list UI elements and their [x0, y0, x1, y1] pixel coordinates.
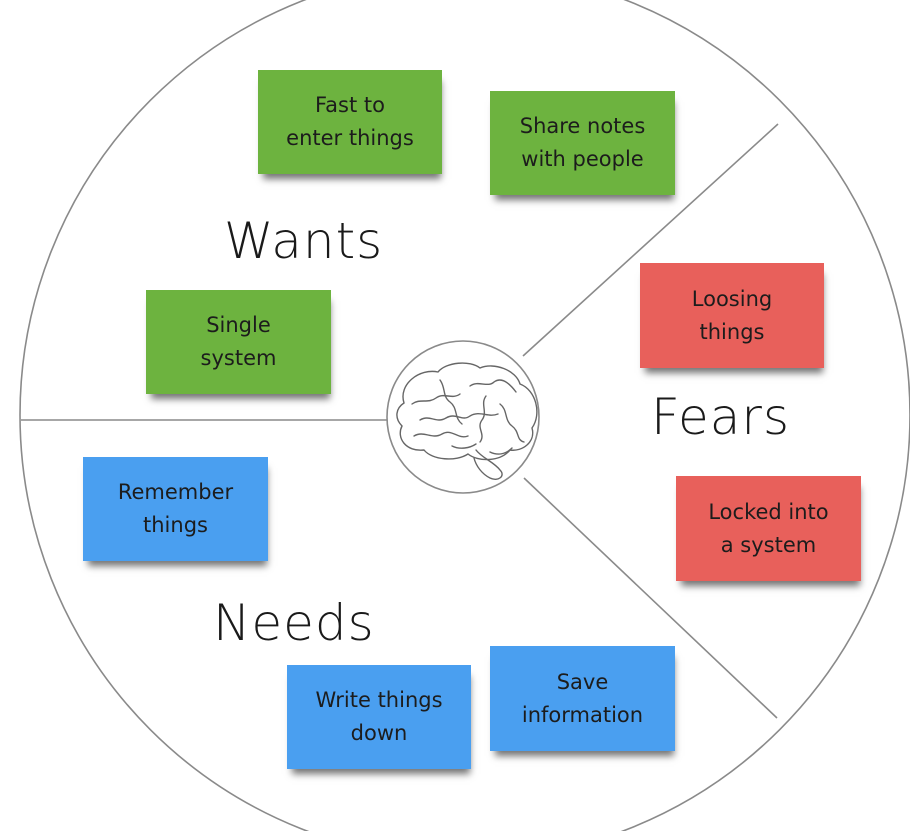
divider-upper-right: [522, 123, 779, 357]
fears-title: Fears: [651, 388, 791, 446]
wants-title: Wants: [224, 212, 384, 270]
outer-circle: [19, 0, 910, 831]
note-save-information: Save information: [490, 646, 675, 751]
note-write-things-down: Write things down: [287, 665, 471, 769]
note-fast-to-enter-things: Fast to enter things: [258, 70, 442, 174]
note-remember-things: Remember things: [83, 457, 268, 561]
note-loosing-things: Loosing things: [640, 263, 824, 368]
divider-lower-right: [523, 477, 778, 719]
brain-icon: [396, 362, 538, 480]
center-circle: [386, 340, 540, 494]
note-locked-into-a-system: Locked into a system: [676, 476, 861, 581]
note-single-system: Single system: [146, 290, 331, 394]
note-share-notes-with-people: Share notes with people: [490, 91, 675, 195]
needs-title: Needs: [213, 594, 375, 652]
